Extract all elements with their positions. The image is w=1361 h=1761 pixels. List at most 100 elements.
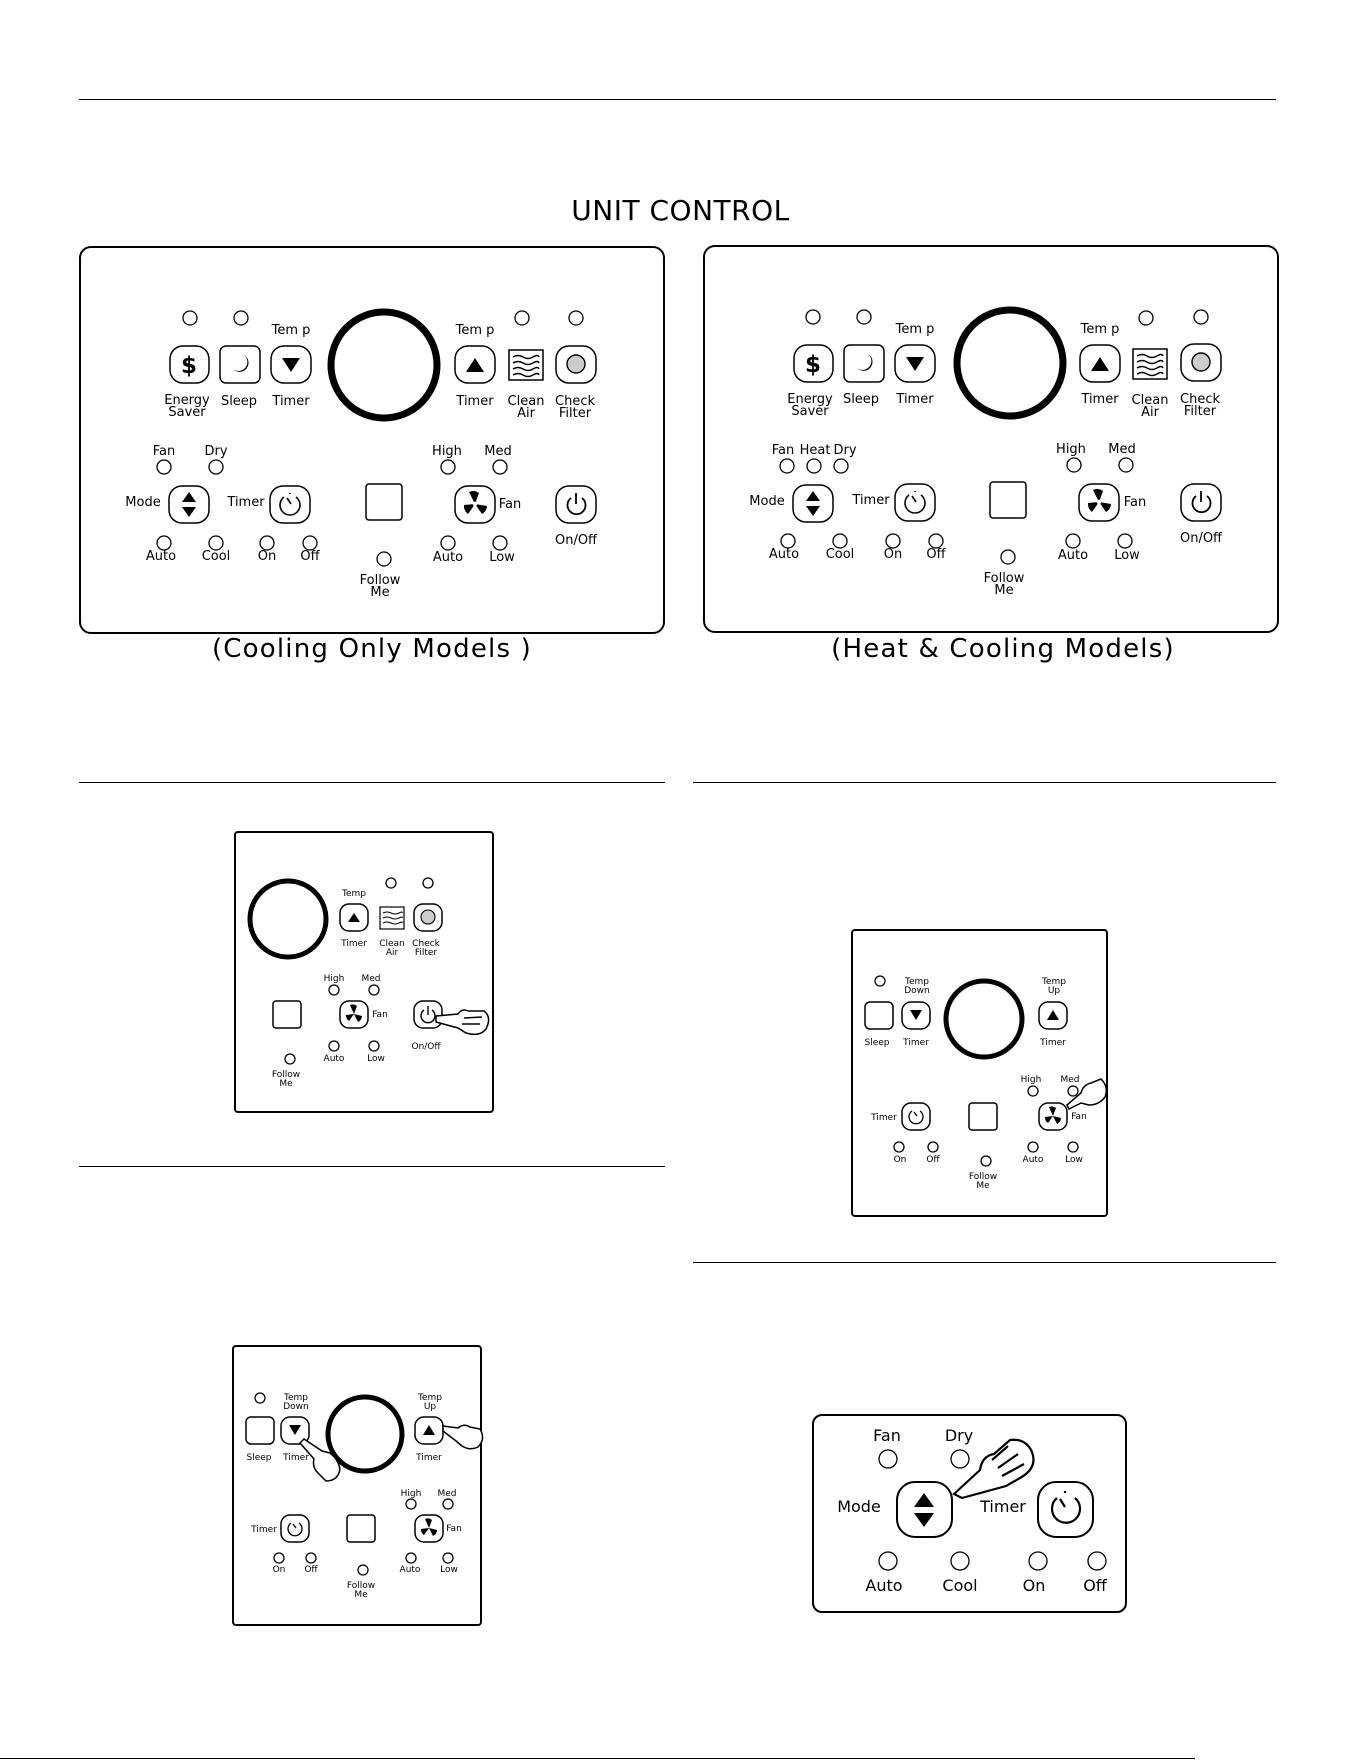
led-timer-off [928,533,944,549]
mode-button[interactable] [168,485,210,524]
section-rule-right-2 [693,1262,1276,1263]
label-on: On [273,1565,286,1575]
filter-icon [420,909,436,925]
triangle-up-icon [1047,1010,1059,1020]
timer-button[interactable] [280,1514,310,1543]
label-off: Off [1083,1576,1108,1595]
label-timer-down: Timer [282,1453,309,1463]
timer-button[interactable] [901,1102,931,1131]
label-saver: Saver [168,405,206,420]
label-temp-up: Tem p [1080,322,1120,337]
label-low: Low [367,1054,385,1064]
energy-saver-button[interactable] [793,344,834,383]
power-icon [566,493,587,516]
led-fan-auto [1027,1141,1039,1153]
led-timer-off [305,1552,317,1564]
led-timer-on [273,1552,285,1564]
led-cool [208,535,224,551]
timer-button[interactable] [269,485,311,524]
heat-cooling-panel: $ Energy Saver Sleep Tem p Timer Tem p T… [703,245,1279,633]
led-clean-air [1138,310,1154,326]
power-icon [1191,491,1212,514]
led-clean-air [385,877,397,889]
label-me: Me [279,1079,293,1089]
timer-icon [1050,1491,1082,1524]
label-clean: Clean [1132,393,1169,408]
sleep-button[interactable] [219,345,261,384]
mode-button[interactable] [896,1481,953,1538]
led-sleep [233,310,249,326]
label-auto-mode: Auto [865,1576,902,1595]
led-low [442,1552,454,1564]
label-auto: Auto [324,1054,345,1064]
led-timer-off [1087,1551,1107,1571]
label-timer: Timer [226,495,265,510]
display-ring [247,878,329,960]
label-energy: Energy [787,392,833,407]
clean-air-button[interactable] [1132,348,1168,380]
label-high: High [401,1489,422,1499]
sleep-button[interactable] [864,1001,894,1030]
label-fan: Fan [372,1010,388,1020]
fan-icon [1044,1106,1061,1124]
label-temp-down: Tem p [895,322,935,337]
label-on-off: On/Off [411,1042,441,1052]
airflow-icon [1136,353,1164,377]
led-follow-me [1000,549,1016,565]
follow-me-button[interactable] [968,1102,998,1131]
figure-fan-detail: Temp Down Sleep Timer Temp Up Timer High… [851,929,1108,1217]
follow-me-button[interactable] [272,1000,302,1029]
sleep-button[interactable] [843,344,885,383]
label-filter: Filter [415,948,438,958]
page-title: UNIT CONTROL [571,194,790,227]
label-off: Off [300,549,320,564]
label-timer-down: Timer [895,392,934,407]
filter-icon [1191,352,1211,372]
label-timer: Timer [851,493,890,508]
caption-heat-cooling: (Heat & Cooling Models) [831,634,1175,664]
up-down-arrows-icon [914,1493,934,1527]
follow-me-button[interactable] [365,483,403,521]
label-med: Med [437,1489,456,1499]
mode-button[interactable] [792,484,834,523]
label-temp-down: Tem p [271,323,311,338]
pointing-hand-icon [952,1438,1035,1500]
timer-button[interactable] [894,483,936,522]
on-off-button[interactable] [555,485,597,524]
fan-button[interactable] [339,1000,369,1029]
led-follow-me [980,1155,992,1167]
label-med: Med [1060,1075,1079,1085]
fan-button[interactable] [1038,1102,1068,1131]
label-check: Check [555,394,595,409]
fan-icon [1087,489,1111,512]
energy-saver-button[interactable] [169,345,210,384]
label-low: Low [1114,548,1140,563]
fan-button[interactable] [414,1514,444,1543]
triangle-up-icon [423,1425,435,1435]
follow-me-button[interactable] [989,481,1027,519]
label-timer: Timer [979,1497,1026,1516]
on-off-button[interactable] [1180,483,1222,522]
label-clean: Clean [379,939,405,949]
label-off: Off [926,547,946,562]
label-auto: Auto [1023,1155,1044,1165]
label-high: High [324,974,345,984]
moon-icon [233,355,249,372]
led-low [1117,533,1133,549]
label-saver: Saver [791,404,829,419]
sleep-button[interactable] [245,1416,275,1445]
label-temp-up: Temp [417,1393,442,1403]
label-low: Low [489,550,515,565]
led-low [492,535,508,551]
led-fan-mode [878,1449,898,1469]
label-on-off: On/Off [1180,531,1223,546]
label-fan: Fan [446,1524,462,1534]
section-rule-left-1 [79,782,665,783]
up-down-arrows-icon [182,492,196,517]
clean-air-button[interactable] [508,349,544,381]
follow-me-button[interactable] [346,1514,376,1543]
led-timer-on [885,533,901,549]
timer-button[interactable] [1037,1481,1094,1538]
label-sleep: Sleep [246,1453,271,1463]
display-ring [943,978,1025,1060]
